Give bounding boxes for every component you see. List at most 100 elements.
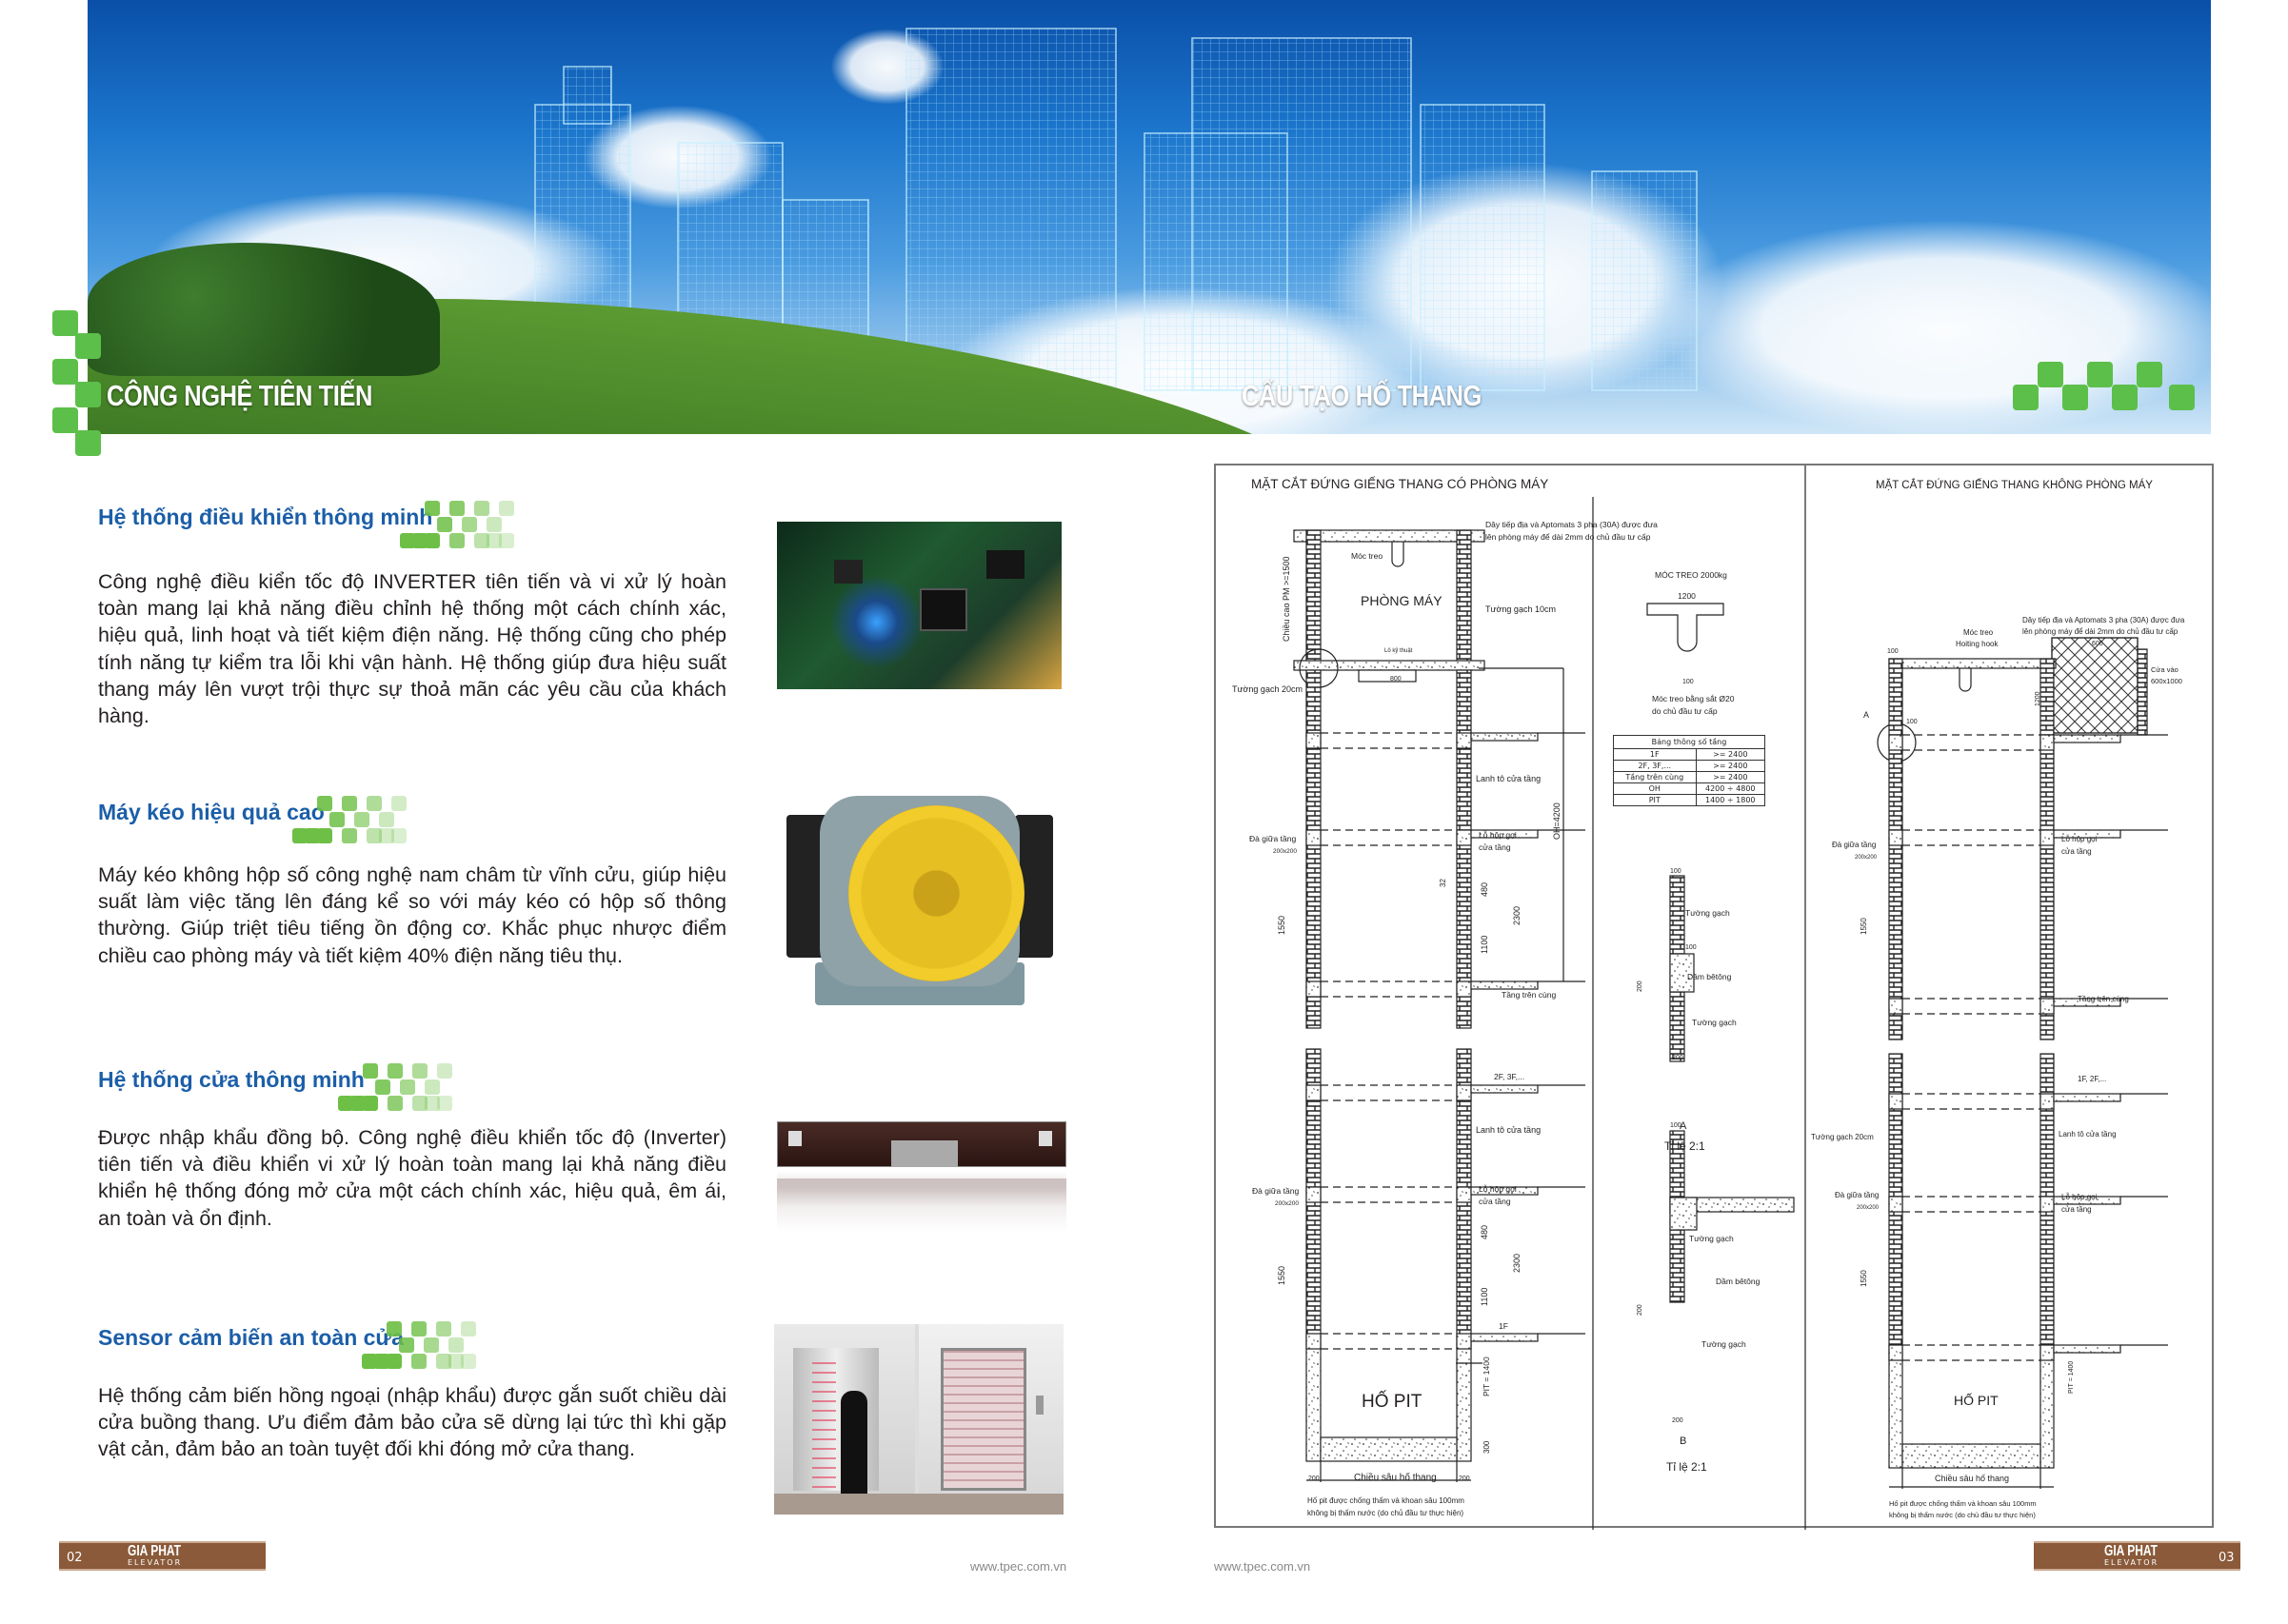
floor-slab bbox=[2053, 829, 2121, 839]
mosaic-square bbox=[391, 796, 407, 811]
mosaic-square bbox=[448, 1354, 464, 1369]
diagram-label-d2300: 2300 bbox=[1512, 1254, 1522, 1273]
diagram-label-d200: 200 bbox=[1672, 1055, 1683, 1061]
mosaic-square bbox=[379, 812, 394, 827]
table-cell: 2F, 3F,... bbox=[1613, 760, 1697, 772]
door-sensor-image bbox=[774, 1324, 1064, 1515]
floor-beam bbox=[1456, 1186, 1472, 1203]
diagram-label-d32: 32 bbox=[1439, 879, 1447, 887]
mosaic-square bbox=[487, 517, 502, 532]
mosaic-square bbox=[317, 828, 332, 843]
diagram-label-pit: HỐ PIT bbox=[1954, 1392, 1999, 1408]
diagram-label-d100: 100 bbox=[1685, 944, 1697, 951]
diagram-label-lintel: Lanh tô cửa tầng bbox=[1476, 774, 1541, 783]
brick-wall bbox=[1305, 669, 1322, 1029]
table-cell: PIT bbox=[1613, 794, 1697, 806]
diagram-label-call-box1: Lỗ hộp gọi bbox=[2061, 1193, 2098, 1201]
diagram-label-pit-note2: không bị thấm nước (do chủ đầu tư thực h… bbox=[1889, 1511, 2036, 1519]
diagram-label-beam: Đà giữa tầng bbox=[1835, 1191, 1879, 1199]
machine-room-wall bbox=[1456, 529, 1472, 664]
floor-beam bbox=[1305, 1186, 1322, 1203]
floor-beam bbox=[1888, 1093, 1903, 1110]
table-cell: 1F bbox=[1613, 748, 1697, 761]
floor-beam bbox=[1456, 1084, 1472, 1101]
diagram-label-d200: 200 bbox=[1459, 1475, 1470, 1482]
diagram-label-scale: Tỉ lệ 2:1 bbox=[1666, 1460, 1707, 1474]
table-row: Tầng trên cùng>= 2400 bbox=[1613, 771, 1766, 783]
brand-logo: GIA PHAT bbox=[128, 1543, 182, 1559]
diagram-label-beam-size: 200x200 bbox=[1855, 855, 1878, 861]
mosaic-square bbox=[499, 501, 514, 516]
diagram-label-call-box1: Lỗ hộp gọi bbox=[1479, 1184, 1517, 1194]
diagram-label-d600: 600 bbox=[2092, 641, 2103, 647]
diagram-label-d1200: 1200 bbox=[1678, 591, 1696, 601]
website-link[interactable]: www.tpec.com.vn bbox=[970, 1559, 1067, 1574]
floor-parameter-table: Bảng thông số tầng 1F>= 2400 2F, 3F,...>… bbox=[1613, 735, 1766, 806]
floor-slab bbox=[2053, 1093, 2121, 1102]
floor-beam bbox=[1305, 980, 1322, 998]
mosaic-square bbox=[329, 812, 345, 827]
diagram-label-d200: 200 bbox=[1672, 1417, 1683, 1424]
floor-beam bbox=[1888, 829, 1903, 846]
mosaic-square bbox=[391, 828, 407, 843]
floor-slab bbox=[2053, 1196, 2121, 1205]
feature-body: Được nhập khẩu đồng bộ. Công nghệ điều k… bbox=[98, 1126, 726, 1230]
diagram-label-top-floor: Tầng trên cùng bbox=[2078, 995, 2129, 1003]
table-cell: >= 2400 bbox=[1695, 760, 1766, 772]
mosaic-square bbox=[437, 517, 452, 532]
page-number: 03 bbox=[2218, 1551, 2235, 1565]
mosaic-square bbox=[436, 1321, 451, 1337]
roof-slab bbox=[1293, 529, 1485, 543]
diagram-label-d100: 100 bbox=[1670, 1122, 1681, 1129]
green-mosaic bbox=[292, 796, 407, 848]
mosaic-square bbox=[412, 1063, 428, 1079]
diagram-label-hook-note2: do chủ đầu tư cấp bbox=[1652, 706, 1718, 716]
diagram-label-machine-room: PHÒNG MÁY bbox=[1361, 593, 1442, 608]
floor-slab bbox=[1470, 980, 1539, 990]
concrete-wall bbox=[1888, 1353, 1903, 1469]
diagram-label-d300: 300 bbox=[1482, 1440, 1491, 1454]
floor-slab bbox=[1470, 829, 1539, 839]
diagram-label-floors-1f2f: 1F, 2F,... bbox=[2078, 1075, 2106, 1083]
diagram-label-lintel: Lanh tô cửa tầng bbox=[1476, 1125, 1541, 1135]
mosaic-square bbox=[425, 1096, 440, 1111]
diagram-label-detail-a: A bbox=[1680, 1120, 1687, 1132]
diagram-label-d1550: 1550 bbox=[1860, 918, 1868, 935]
hook-drawing bbox=[1391, 542, 1404, 567]
brand-subtitle: ELEVATOR bbox=[128, 1558, 183, 1567]
floor-beam bbox=[1456, 829, 1472, 846]
feature-body: Công nghệ điều kiển tốc độ INVERTER tiên… bbox=[98, 570, 726, 728]
diagram-label-call-box1: Lỗ hộp gọi bbox=[1479, 830, 1517, 840]
diagram-label-d480: 480 bbox=[1480, 1225, 1489, 1239]
diagram-label-pit-note1: Hố pit được chống thấm và khoan sâu 100m… bbox=[1307, 1496, 1464, 1505]
diagram-label-pit: HỐ PIT bbox=[1362, 1391, 1423, 1412]
mosaic-square bbox=[400, 1079, 415, 1095]
diagram-label-d1100: 1100 bbox=[1480, 1288, 1489, 1306]
floor-beam bbox=[1305, 829, 1322, 846]
floor-beam bbox=[1305, 1333, 1322, 1350]
header-banner: CÔNG NGHỆ TIÊN TIẾN CẤU TẠO HỐ THANG bbox=[88, 0, 2211, 434]
diagram-label-d200: 200 bbox=[1637, 980, 1643, 992]
brand-subtitle: ELEVATOR bbox=[2104, 1558, 2159, 1567]
diagram-label-cable1: Dây tiếp địa và Aptomats 3 pha (30A) đượ… bbox=[1485, 520, 1658, 529]
diagram-label-wall10: Tường gạch 10cm bbox=[1485, 604, 1556, 614]
table-cell: >= 2400 bbox=[1695, 748, 1766, 761]
diagram-label-access-door: Cửa vào bbox=[2151, 665, 2179, 674]
mosaic-square bbox=[436, 1354, 451, 1369]
diagram-label-tech-hole: Lô kỹ thuật bbox=[1384, 648, 1413, 654]
mosaic-square bbox=[412, 1096, 428, 1111]
tech-hole bbox=[1358, 669, 1417, 683]
floor-beam bbox=[1456, 1333, 1472, 1350]
website-link[interactable]: www.tpec.com.vn bbox=[1214, 1559, 1311, 1574]
machine-room-wall bbox=[1305, 529, 1322, 664]
diagram-label-hook-note1: Móc treo bằng sắt Ø20 bbox=[1652, 694, 1735, 703]
door-operator-image bbox=[777, 1121, 1066, 1232]
diagram-label-hook: Móc treo bbox=[1963, 628, 1994, 637]
feature-heading: Hệ thống điều khiển thông minh bbox=[98, 505, 433, 529]
mosaic-square bbox=[499, 533, 514, 548]
mosaic-square bbox=[399, 1337, 414, 1353]
green-mosaic bbox=[338, 1063, 452, 1116]
diagram-label-title-without-room: MẶT CẮT ĐỨNG GIẾNG THANG KHÔNG PHÒNG MÁY bbox=[1876, 479, 2153, 491]
